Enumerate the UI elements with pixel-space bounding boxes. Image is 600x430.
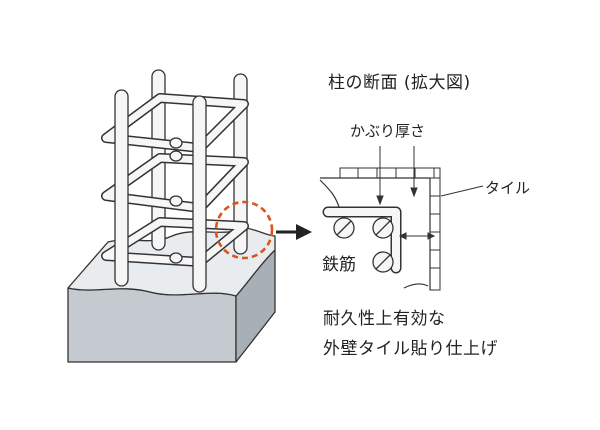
rebar-hoops (101, 93, 249, 267)
detail-highlight-circle (214, 200, 274, 260)
tile-strip-top (339, 167, 441, 179)
section-detail (319, 146, 484, 291)
rebar-label: 鉄筋 (322, 255, 356, 275)
rebar-cage (101, 69, 249, 293)
hoop-hooks (169, 137, 183, 264)
section-title: 柱の断面 (拡大図) (328, 73, 471, 93)
tile-leader-line (440, 185, 484, 197)
footing-front-face (67, 287, 237, 363)
rebar-front-verticals (114, 89, 207, 293)
description-line-1: 耐久性上有効な (323, 309, 446, 329)
cover-thickness-label: かぶり厚さ (350, 122, 426, 140)
tile-label: タイル (485, 179, 531, 197)
tile-strip-right (429, 177, 441, 291)
section-hoop-bar (322, 206, 402, 274)
hoop-bottom (101, 217, 249, 267)
section-main-bars (333, 217, 394, 273)
hoop-top (101, 93, 249, 153)
cover-thickness-dimension (376, 146, 436, 240)
hoop-middle (101, 153, 249, 213)
detail-arrow (276, 224, 312, 240)
description-line-2: 外壁タイル貼り仕上げ (323, 339, 498, 359)
